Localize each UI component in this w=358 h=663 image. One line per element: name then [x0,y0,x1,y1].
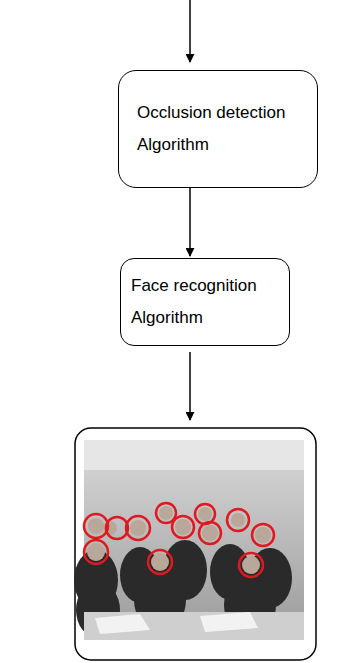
flow-arrow [189,188,191,256]
box-label: Occlusion detection Algorithm [137,97,299,162]
box-label: Face recognition Algorithm [131,270,279,335]
faces [87,506,271,574]
photo-frame [75,428,316,660]
process-box: Face recognition Algorithm [120,258,290,346]
photo-wall-top [84,440,304,470]
face-detections [84,503,274,577]
output-arrow [189,352,191,420]
result-photo [74,428,316,660]
process-box: Occlusion detection Algorithm [118,70,318,188]
desk [84,612,304,640]
books [95,612,258,634]
input-arrow [189,0,191,62]
